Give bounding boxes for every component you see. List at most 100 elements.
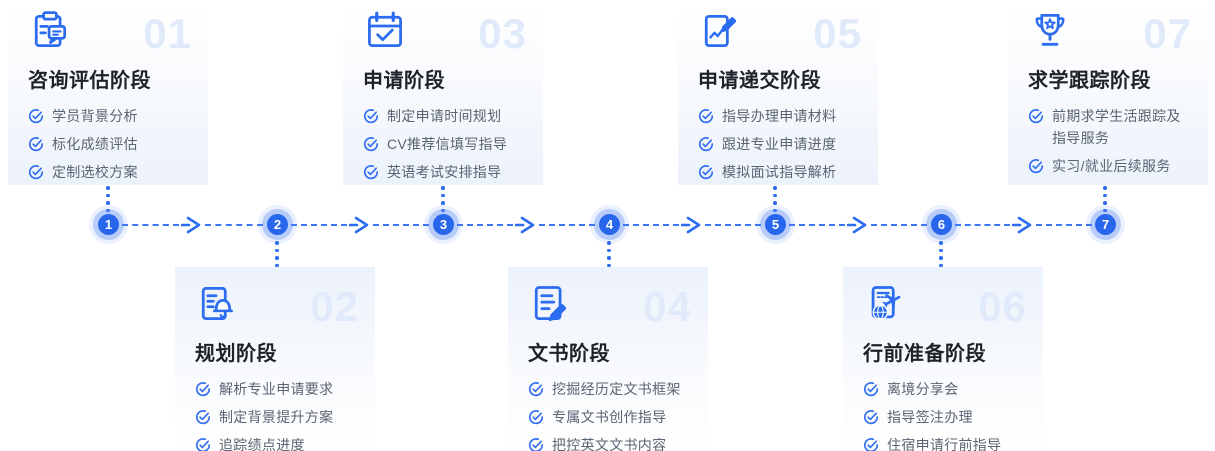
stage-card-05: 05 申请递交阶段 指导办理申请材料 跟进专业申请进度 模拟面试指导解析 <box>678 5 878 185</box>
dashed-line <box>789 224 845 226</box>
arrow-icon <box>514 215 537 235</box>
stage-item: 住宿申请行前指导 <box>863 434 1027 451</box>
stage-item-label: CV推荐信填写指导 <box>387 136 508 152</box>
clipboard-chat-icon <box>34 11 67 48</box>
stage-item: 制定申请时间规划 <box>363 105 527 127</box>
stage-item-label: 跟进专业申请进度 <box>722 136 837 152</box>
dashed-line <box>205 224 263 226</box>
dotted-connector <box>1103 184 1107 214</box>
stage-item-label: 专属文书创作指导 <box>552 409 667 425</box>
stage-item: 学员背景分析 <box>28 105 192 127</box>
stage-number: 05 <box>813 10 862 57</box>
check-icon <box>863 438 879 451</box>
card-background <box>1008 5 1208 185</box>
timeline-node-4: 4 <box>599 214 620 235</box>
stage-card-07: 07 求学跟踪阶段 前期求学生活跟踪及指导服务 实习/就业后续服务 <box>1008 5 1208 185</box>
stage-item-label: 定制选校方案 <box>52 164 138 180</box>
dashed-line <box>1036 224 1092 226</box>
stage-item: 英语考试安排指导 <box>363 161 527 183</box>
stage-item-label: 模拟面试指导解析 <box>722 164 837 180</box>
stage-card-03: 03 申请阶段 制定申请时间规划 CV推荐信填写指导 英语考试安排指导 <box>343 5 543 185</box>
calendar-check-icon <box>368 11 402 48</box>
dotted-connector <box>939 239 943 269</box>
passport-plane-globe-icon <box>871 286 901 321</box>
stage-card-01: 01 咨询评估阶段 学员背景分析 标化成绩评估 定制选校方案 <box>8 5 208 185</box>
stage-item-label: 解析专业申请要求 <box>219 381 334 397</box>
arrow-icon <box>846 215 869 235</box>
stage-item-label: 追踪绩点进度 <box>219 437 305 451</box>
stage-item-label: 制定申请时间规划 <box>387 108 502 124</box>
stage-item: 把控英文文书内容 <box>528 434 692 451</box>
stage-number: 01 <box>143 10 192 57</box>
check-icon <box>363 137 379 152</box>
trophy-star-icon <box>1035 14 1065 46</box>
check-icon <box>528 438 544 451</box>
dotted-connector <box>607 239 611 269</box>
stage-item: 离境分享会 <box>863 378 1027 400</box>
dashed-line <box>122 224 179 226</box>
stage-number: 02 <box>310 283 359 330</box>
dotted-connector <box>275 239 279 269</box>
check-icon <box>195 382 211 397</box>
stage-item-label: 住宿申请行前指导 <box>887 437 1002 451</box>
stage-number: 06 <box>978 283 1027 330</box>
check-icon <box>698 109 714 124</box>
check-icon <box>28 137 44 152</box>
timeline-node-5: 5 <box>765 214 786 235</box>
document-chart-pencil-icon <box>704 14 737 48</box>
timeline-node-2: 2 <box>267 214 288 235</box>
check-icon <box>363 109 379 124</box>
stage-item: 跟进专业申请进度 <box>698 133 862 155</box>
stage-item-label: 学员背景分析 <box>52 108 138 124</box>
document-bell-icon <box>201 287 233 321</box>
dashed-line <box>871 224 927 226</box>
stage-title: 咨询评估阶段 <box>28 70 151 92</box>
stage-item: 专属文书创作指导 <box>528 406 692 428</box>
stage-item: 模拟面试指导解析 <box>698 161 862 183</box>
arrow-icon <box>680 215 703 235</box>
stage-item-label: 英语考试安排指导 <box>387 164 502 180</box>
stage-item: 挖掘经历定文书框架 <box>528 378 692 400</box>
arrow-icon <box>1011 215 1034 235</box>
stage-item: 实习/就业后续服务 <box>1028 155 1192 177</box>
check-icon <box>863 410 879 425</box>
stage-item-label: 实习/就业后续服务 <box>1052 158 1171 174</box>
stage-number: 07 <box>1143 10 1192 57</box>
check-icon <box>1028 159 1044 174</box>
check-icon <box>28 109 44 124</box>
dotted-connector <box>441 184 445 214</box>
stage-title: 行前准备阶段 <box>863 343 986 365</box>
stage-item-label: 挖掘经历定文书框架 <box>552 381 681 397</box>
stage-item-label: 离境分享会 <box>887 381 959 397</box>
card-background <box>8 5 208 185</box>
stage-item: 指导办理申请材料 <box>698 105 862 127</box>
dashed-line <box>955 224 1010 226</box>
stage-card-02: 02 规划阶段 解析专业申请要求 制定背景提升方案 追踪绩点进度 <box>175 267 375 451</box>
stage-item-label: 制定背景提升方案 <box>219 409 334 425</box>
stage-card-04: 04 文书阶段 挖掘经历定文书框架 专属文书创作指导 把控英文文书内容 <box>508 267 708 451</box>
stage-item: 追踪绩点进度 <box>195 434 359 451</box>
stage-item: 指导签注办理 <box>863 406 1027 428</box>
stage-title: 申请递交阶段 <box>698 70 821 92</box>
stage-item-label: 标化成绩评估 <box>52 136 138 152</box>
stage-item: 前期求学生活跟踪及指导服务 <box>1028 105 1192 149</box>
stage-item: 标化成绩评估 <box>28 133 192 155</box>
stage-title: 求学跟踪阶段 <box>1028 70 1151 92</box>
document-pen-icon <box>534 286 567 322</box>
check-icon <box>195 410 211 425</box>
check-icon <box>28 165 44 180</box>
stage-item-label: 指导办理申请材料 <box>722 108 837 124</box>
check-icon <box>1028 109 1044 124</box>
arrow-icon <box>180 215 203 235</box>
stage-item-label: 前期求学生活跟踪及指导服务 <box>1052 108 1181 146</box>
check-icon <box>528 382 544 397</box>
stage-number: 04 <box>643 283 692 330</box>
timeline-node-3: 3 <box>433 214 454 235</box>
check-icon <box>528 410 544 425</box>
check-icon <box>863 382 879 397</box>
dotted-connector <box>106 184 110 214</box>
stage-item: CV推荐信填写指导 <box>363 133 527 155</box>
dashed-line <box>705 224 761 226</box>
dashed-line <box>623 224 679 226</box>
